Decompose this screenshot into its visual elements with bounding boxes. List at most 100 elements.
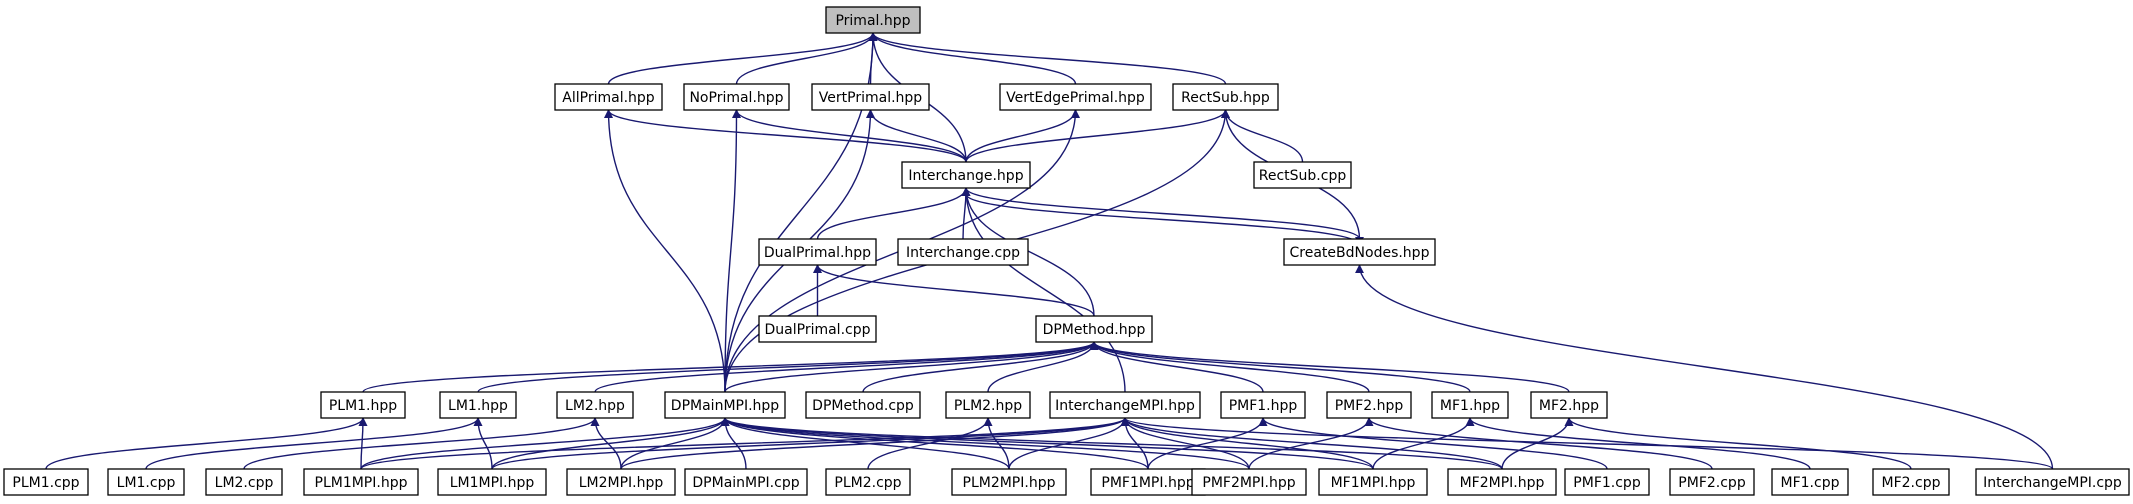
node-label: MF2.hpp: [1539, 398, 1599, 414]
edge-plm1-cpp-to-plm1-hpp: [45, 417, 368, 470]
node-label: DPMethod.hpp: [1043, 322, 1146, 338]
edge-rectsub-hpp-to-primal-hpp: [868, 32, 1227, 85]
node-lm1mpi-hpp[interactable]: LM1MPI.hpp: [437, 468, 547, 496]
node-mf2-hpp[interactable]: MF2.hpp: [1530, 391, 1608, 419]
node-plm1mpi-hpp[interactable]: PLM1MPI.hpp: [303, 468, 419, 496]
node-box: [556, 391, 634, 419]
node-vertedgeprimal-hpp[interactable]: VertEdgePrimal.hpp: [999, 83, 1152, 111]
edge-mf1-hpp-to-dpmethod-hpp: [1089, 341, 1471, 393]
node-label: RectSub.hpp: [1181, 90, 1270, 106]
node-box: [1530, 391, 1608, 419]
node-box: [805, 391, 921, 419]
node-rectsub-cpp[interactable]: RectSub.cpp: [1253, 161, 1352, 189]
edge-dpmethod-hpp-to-interchange-hpp: [961, 187, 1095, 317]
node-rectsub-hpp[interactable]: RectSub.hpp: [1172, 83, 1279, 111]
node-dpmainmpi-hpp[interactable]: DPMainMPI.hpp: [664, 391, 786, 419]
node-mf1-hpp[interactable]: MF1.hpp: [1431, 391, 1509, 419]
node-label: PMF2MPI.hpp: [1202, 475, 1295, 491]
node-createbdnodes-hpp[interactable]: CreateBdNodes.hpp: [1283, 238, 1436, 266]
edge-interchangempi-cpp-to-interchangempi-hpp: [1120, 417, 2054, 470]
node-label: LM1.cpp: [117, 475, 176, 491]
node-mf1mpi-hpp[interactable]: MF1MPI.hpp: [1318, 468, 1428, 496]
edge-interchangempi-cpp-to-createbdnodes-hpp: [1355, 264, 2054, 470]
node-box: [999, 83, 1152, 111]
node-label: DPMainMPI.hpp: [671, 398, 780, 414]
node-plm1-hpp[interactable]: PLM1.hpp: [320, 391, 406, 419]
edge-mf1mpi-hpp-to-mf1-hpp: [1372, 417, 1475, 470]
node-plm2-hpp[interactable]: PLM2.hpp: [945, 391, 1031, 419]
node-box: [1669, 468, 1755, 496]
node-dualprimal-cpp[interactable]: DualPrimal.cpp: [758, 315, 877, 343]
node-mf2mpi-hpp[interactable]: MF2MPI.hpp: [1447, 468, 1557, 496]
node-label: VertEdgePrimal.hpp: [1006, 90, 1145, 106]
edge-mf1mpi-hpp-to-interchangempi-hpp: [1120, 417, 1374, 470]
node-box: [1318, 468, 1428, 496]
edge-pmf2-hpp-to-dpmethod-hpp: [1089, 341, 1370, 393]
node-box: [1975, 468, 2130, 496]
node-label: LM2.hpp: [565, 398, 625, 414]
edge-interchange-hpp-to-allprimal-hpp: [604, 109, 967, 163]
edge-pmf1-cpp-to-pmf1-hpp: [1258, 417, 1608, 470]
node-box: [1872, 468, 1950, 496]
node-box: [320, 391, 406, 419]
node-lm1-cpp[interactable]: LM1.cpp: [107, 468, 185, 496]
edge-pmf1-hpp-to-dpmethod-hpp: [1089, 341, 1264, 393]
node-plm2mpi-hpp[interactable]: PLM2MPI.hpp: [951, 468, 1067, 496]
node-allprimal-hpp[interactable]: AllPrimal.hpp: [554, 83, 663, 111]
edge-noprimal-hpp-to-primal-hpp: [735, 32, 878, 85]
node-box: [1283, 238, 1436, 266]
node-pmf2-cpp[interactable]: PMF2.cpp: [1669, 468, 1755, 496]
edge-interchange-cpp-to-interchange-hpp: [961, 187, 971, 240]
node-box: [1220, 391, 1306, 419]
node-interchange-cpp[interactable]: Interchange.cpp: [897, 238, 1029, 266]
node-box: [1564, 468, 1650, 496]
node-label: DualPrimal.cpp: [765, 322, 871, 338]
node-interchangempi-hpp[interactable]: InterchangeMPI.hpp: [1049, 391, 1201, 419]
edge-lm2-hpp-to-dpmethod-hpp: [594, 341, 1099, 393]
node-pmf1-hpp[interactable]: PMF1.hpp: [1220, 391, 1306, 419]
node-box: [1326, 391, 1412, 419]
node-pmf2-hpp[interactable]: PMF2.hpp: [1326, 391, 1412, 419]
node-lm1-hpp[interactable]: LM1.hpp: [439, 391, 517, 419]
node-noprimal-hpp[interactable]: NoPrimal.hpp: [683, 83, 790, 111]
node-lm2-hpp[interactable]: LM2.hpp: [556, 391, 634, 419]
edge-vertedgeprimal-hpp-to-primal-hpp: [868, 32, 1077, 85]
node-box: [951, 468, 1067, 496]
node-mf1-cpp[interactable]: MF1.cpp: [1771, 468, 1849, 496]
node-dpmainmpi-cpp[interactable]: DPMainMPI.cpp: [684, 468, 808, 496]
node-plm2-cpp[interactable]: PLM2.cpp: [825, 468, 911, 496]
edge-pmf2-cpp-to-pmf2-hpp: [1364, 417, 1713, 470]
node-mf2-cpp[interactable]: MF2.cpp: [1872, 468, 1950, 496]
node-pmf1mpi-hpp[interactable]: PMF1MPI.hpp: [1090, 468, 1206, 496]
node-dpmethod-hpp[interactable]: DPMethod.hpp: [1035, 315, 1153, 343]
node-box: [811, 83, 930, 111]
node-pmf2mpi-hpp[interactable]: PMF2MPI.hpp: [1191, 468, 1307, 496]
node-label: MF2.cpp: [1882, 475, 1941, 491]
node-label: PMF1MPI.hpp: [1101, 475, 1194, 491]
node-label: DualPrimal.hpp: [764, 245, 871, 261]
node-dualprimal-hpp[interactable]: DualPrimal.hpp: [758, 238, 877, 266]
edge-plm2-cpp-to-plm2-hpp: [867, 417, 993, 470]
node-box: [1191, 468, 1307, 496]
node-label: AllPrimal.hpp: [562, 90, 655, 106]
node-primal-hpp[interactable]: Primal.hpp: [825, 6, 921, 34]
node-box: [664, 391, 786, 419]
edge-pmf2mpi-hpp-to-pmf2-hpp: [1248, 417, 1374, 470]
edge-plm2mpi-hpp-to-plm2-hpp: [983, 417, 1010, 470]
node-dpmethod-cpp[interactable]: DPMethod.cpp: [805, 391, 921, 419]
node-lm2mpi-hpp[interactable]: LM2MPI.hpp: [566, 468, 676, 496]
node-lm2-cpp[interactable]: LM2.cpp: [205, 468, 283, 496]
node-interchange-hpp[interactable]: Interchange.hpp: [901, 161, 1031, 189]
edge-lm1-cpp-to-lm1-hpp: [145, 417, 483, 470]
node-label: PLM1.hpp: [329, 398, 397, 414]
edge-dpmainmpi-hpp-to-dpmethod-hpp: [724, 341, 1099, 393]
node-plm1-cpp[interactable]: PLM1.cpp: [3, 468, 89, 496]
node-pmf1-cpp[interactable]: PMF1.cpp: [1564, 468, 1650, 496]
edge-mf1-cpp-to-mf1-hpp: [1465, 417, 1811, 470]
node-vertprimal-hpp[interactable]: VertPrimal.hpp: [811, 83, 930, 111]
edge-mf2mpi-hpp-to-dpmainmpi-hpp: [720, 417, 1503, 470]
edge-lm1-hpp-to-dpmethod-hpp: [477, 341, 1099, 393]
node-interchangempi-cpp[interactable]: InterchangeMPI.cpp: [1975, 468, 2130, 496]
edge-mf2-hpp-to-dpmethod-hpp: [1089, 341, 1570, 393]
